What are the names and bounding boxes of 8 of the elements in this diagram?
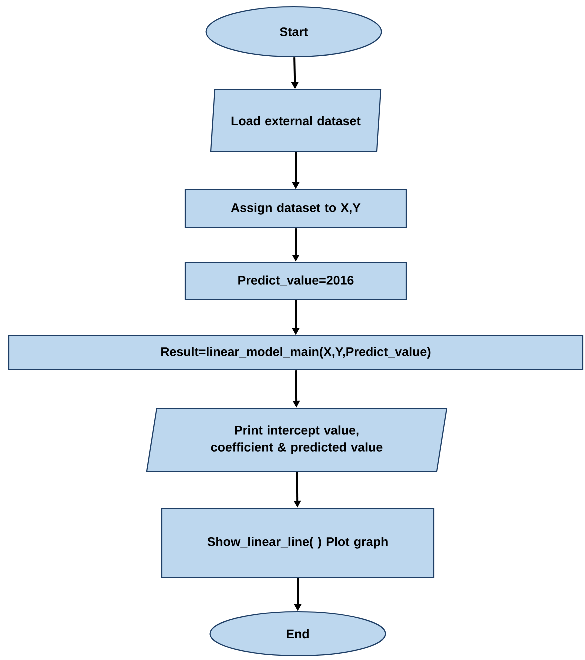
output-parallelogram: Print intercept value, coefficient & predicted value <box>146 408 448 472</box>
input-parallelogram: Load external dataset <box>210 89 382 153</box>
process-box: Result=linear_model_main(X,Y,Predict_value) <box>8 335 584 371</box>
end-oval: End <box>210 611 386 657</box>
process-box: Predict_value=2016 <box>184 262 408 300</box>
process-box: Show_linear_line( ) Plot graph <box>161 508 435 578</box>
start-oval: Start <box>206 6 382 58</box>
process-box: Assign dataset to X,Y <box>184 189 408 229</box>
